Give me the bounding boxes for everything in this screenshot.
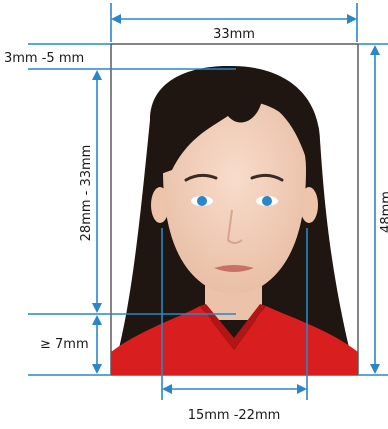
left-eyebrow bbox=[184, 173, 218, 182]
left-pupil-marker bbox=[197, 196, 207, 206]
right-pupil-marker bbox=[262, 196, 272, 206]
photo-width-label: 33mm bbox=[213, 27, 255, 42]
photo-height-label: 48mm bbox=[379, 191, 388, 233]
face-width-label: 15mm -22mm bbox=[188, 408, 281, 423]
top-margin-label: 3mm -5 mm bbox=[4, 51, 84, 66]
red-shirt bbox=[111, 306, 358, 375]
head-height-label: 28mm - 33mm bbox=[79, 145, 94, 242]
dimension-lines bbox=[28, 3, 388, 400]
nose bbox=[226, 209, 243, 244]
mouth bbox=[214, 265, 254, 272]
chin-to-bottom-label: ≥ 7mm bbox=[40, 337, 89, 352]
portrait-photo bbox=[110, 43, 359, 376]
shirt-collar bbox=[200, 304, 266, 350]
hair-bangs bbox=[157, 81, 313, 178]
right-eyebrow bbox=[250, 173, 284, 182]
face bbox=[163, 100, 306, 294]
